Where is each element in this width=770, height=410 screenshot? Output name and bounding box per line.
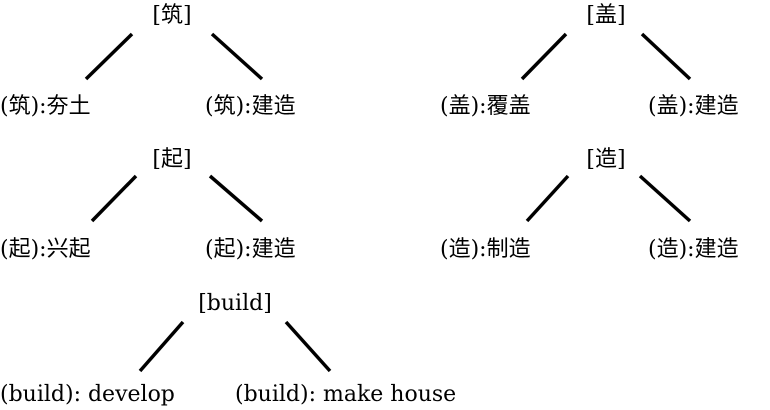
root-node: [build] bbox=[198, 291, 272, 316]
edge-right bbox=[640, 32, 692, 81]
edge-right bbox=[284, 320, 332, 373]
edge-left bbox=[520, 32, 568, 81]
edge-left bbox=[525, 174, 570, 223]
leaf-node-right: (起):建造 bbox=[205, 237, 296, 262]
leaf-node-left: (造):制造 bbox=[440, 237, 531, 262]
tree-gai: [盖] (盖):覆盖 (盖):建造 bbox=[440, 3, 739, 119]
leaf-node-left: (build): develop bbox=[0, 382, 175, 407]
leaf-node-right: (盖):建造 bbox=[648, 94, 739, 119]
leaf-node-right: (筑):建造 bbox=[205, 94, 296, 119]
edge-right bbox=[208, 174, 264, 223]
root-node: [起] bbox=[152, 147, 191, 172]
edge-left bbox=[84, 32, 134, 81]
leaf-node-right: (build): make house bbox=[235, 382, 456, 407]
tree-zhu: [筑] (筑):夯土 (筑):建造 bbox=[0, 3, 296, 119]
leaf-node-left: (筑):夯土 bbox=[0, 94, 91, 119]
root-node: [造] bbox=[586, 147, 625, 172]
leaf-node-left: (盖):覆盖 bbox=[440, 94, 531, 119]
tree-qi: [起] (起):兴起 (起):建造 bbox=[0, 147, 296, 262]
edge-right bbox=[210, 32, 264, 81]
tree-build: [build] (build): develop (build): make h… bbox=[0, 291, 456, 407]
root-node: [筑] bbox=[152, 3, 191, 28]
tree-zao: [造] (造):制造 (造):建造 bbox=[440, 147, 739, 262]
edge-left bbox=[138, 320, 185, 373]
leaf-node-left: (起):兴起 bbox=[0, 237, 91, 262]
edge-right bbox=[638, 174, 692, 223]
leaf-node-right: (造):建造 bbox=[648, 237, 739, 262]
edge-left bbox=[90, 174, 138, 223]
root-node: [盖] bbox=[586, 3, 625, 28]
